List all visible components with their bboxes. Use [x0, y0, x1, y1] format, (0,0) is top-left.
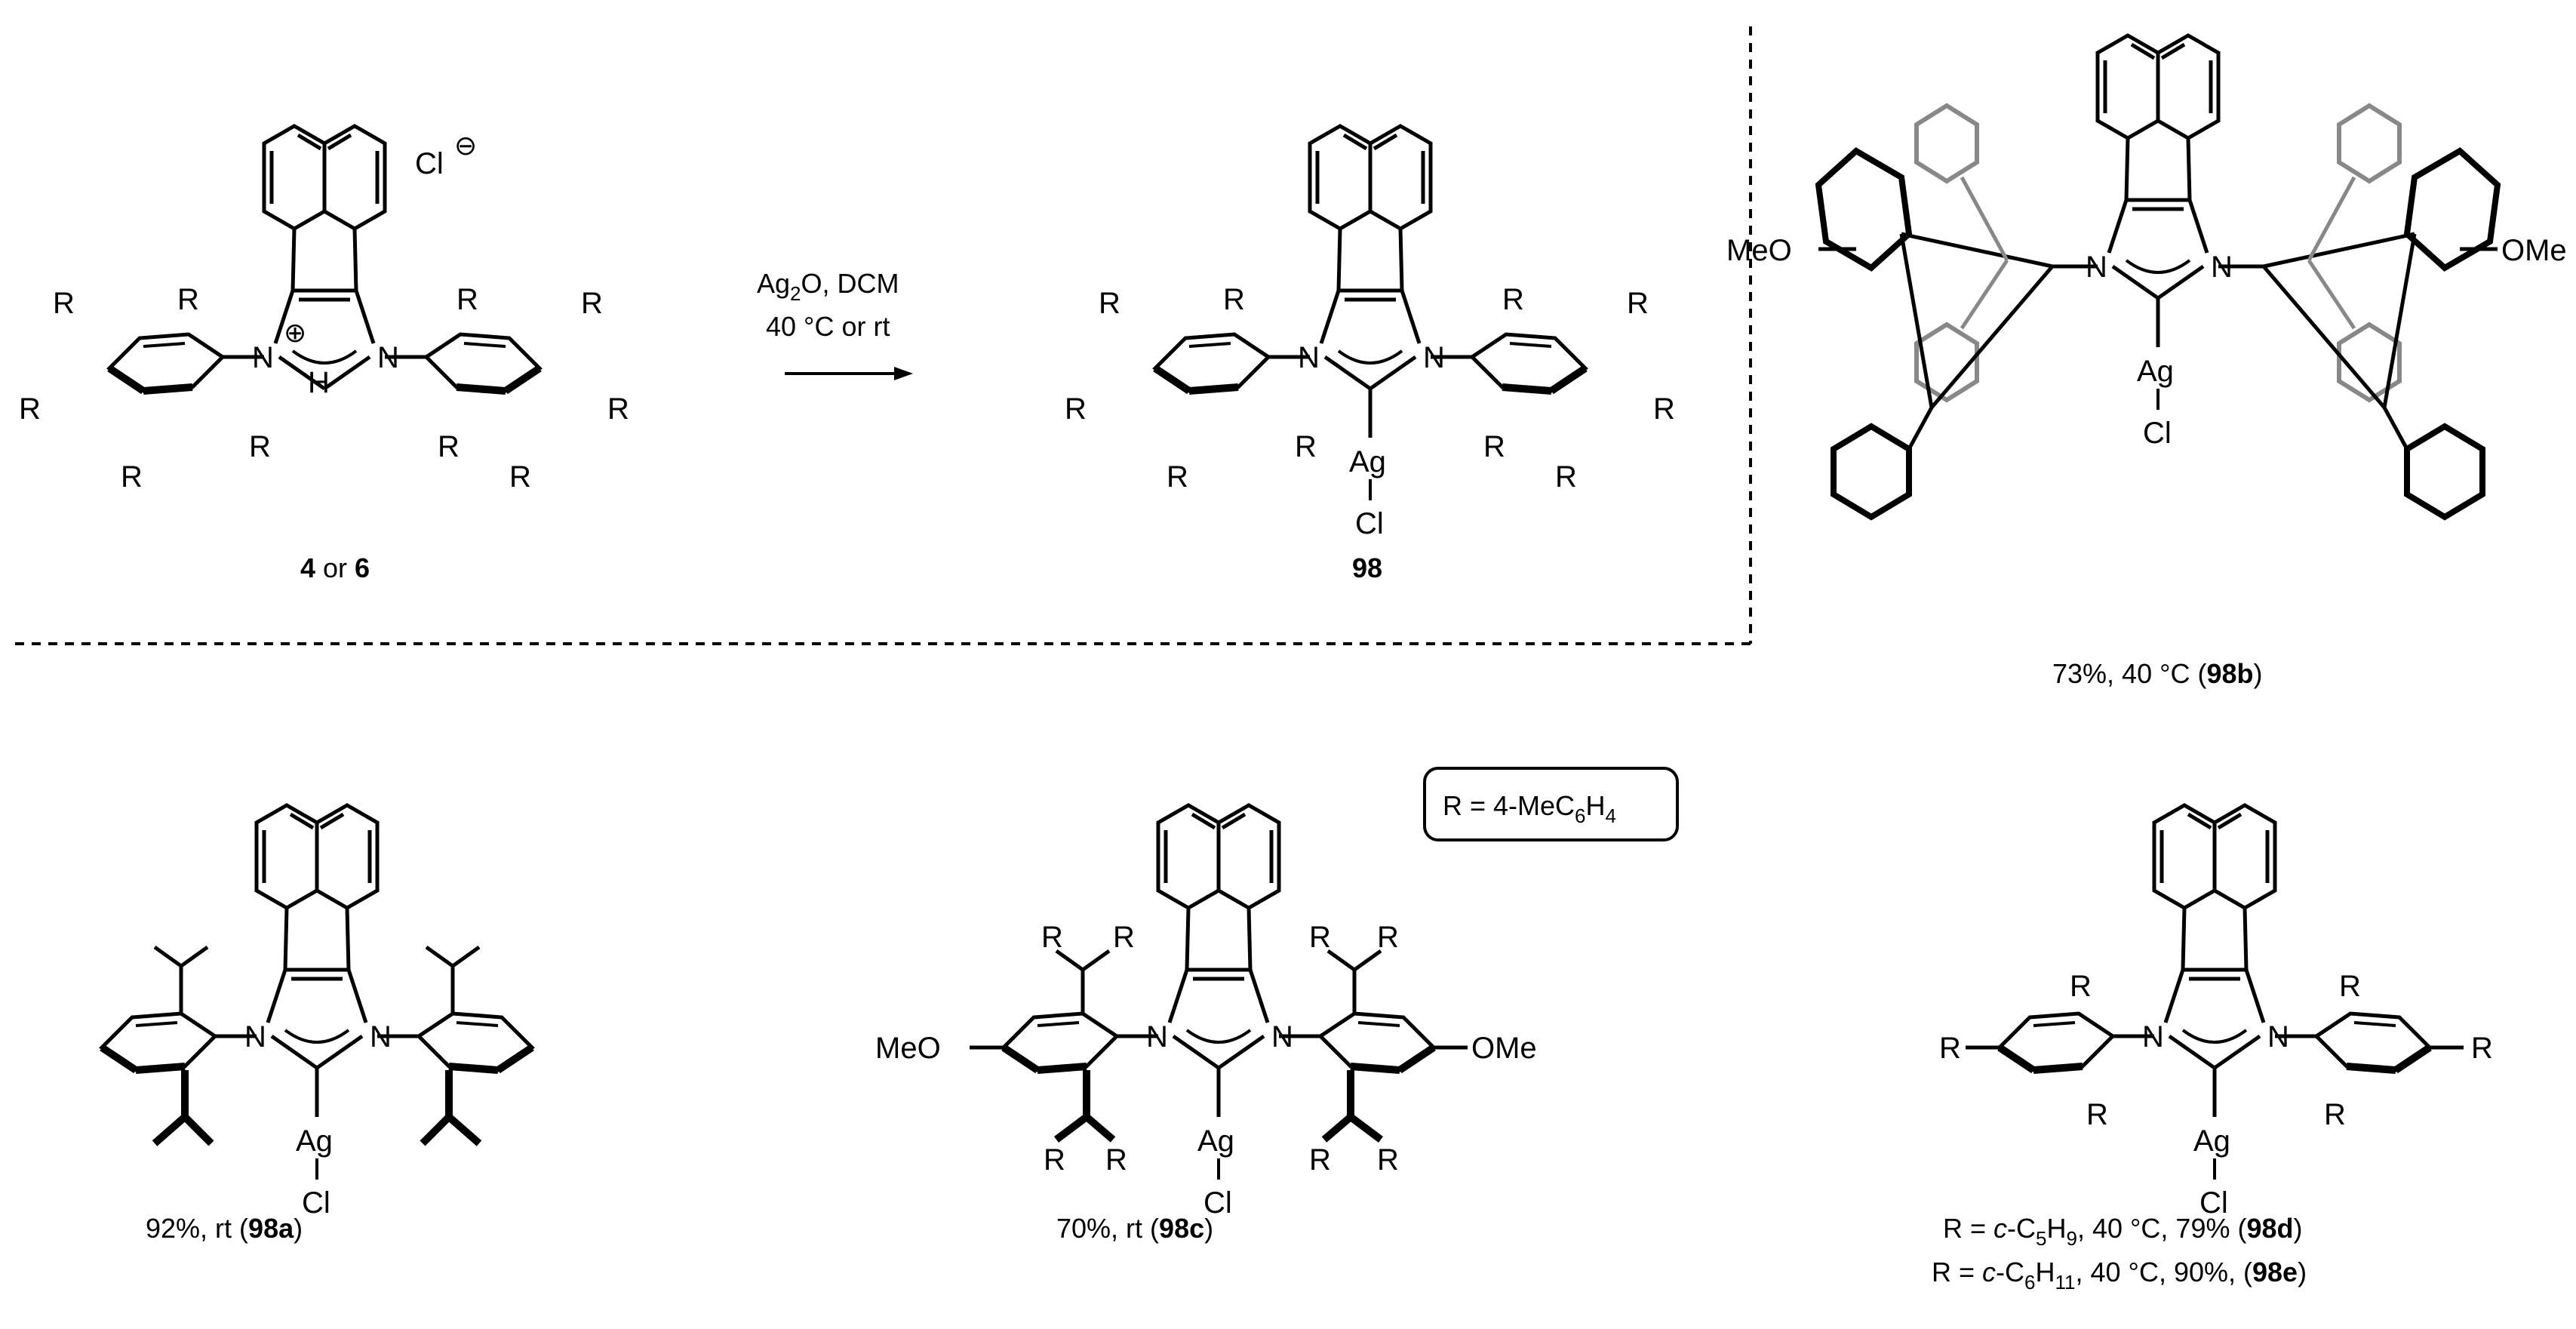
caption-98b: 73%, 40 °C (98b) [2052, 658, 2263, 689]
substituent-meo: MeO [1726, 234, 1792, 267]
substituent-r: R [1555, 460, 1577, 494]
structure-98b: N N Ag Cl [1726, 35, 2567, 521]
substituent-r: R [1099, 287, 1120, 320]
atom-cl: Cl [1203, 1186, 1232, 1220]
substituent-r: R [2471, 1032, 2493, 1065]
atom-n-right: N [1423, 341, 1445, 374]
atom-ag: Ag [296, 1124, 333, 1158]
substituent-r: R [1309, 1143, 1331, 1177]
reagents-line-2: 40 °C or rt [766, 311, 890, 342]
substituent-r: R [456, 283, 478, 316]
substituent-r: R [177, 283, 199, 316]
substituent-r: R [1295, 430, 1317, 463]
compound-label-4: 4 [300, 552, 315, 583]
atom-ag: Ag [1197, 1124, 1234, 1158]
substituent-r: R [19, 392, 41, 426]
substituent-r: R [1044, 1143, 1065, 1177]
atom-ag: Ag [2137, 355, 2174, 388]
atom-h-c2: H [308, 366, 330, 399]
atom-cl: Cl [2199, 1186, 2228, 1220]
substituent-r: R [249, 430, 271, 463]
substituent-r: R [1309, 921, 1331, 954]
substituent-r: R [1041, 921, 1063, 954]
atom-n-left: N [1146, 1020, 1168, 1054]
substituent-r: R [2086, 1098, 2108, 1131]
atom-n-right: N [1271, 1020, 1293, 1054]
atom-n-left: N [1298, 341, 1320, 374]
substituent-r: R [2070, 970, 2092, 1003]
cation-charge: ⊕ [284, 317, 306, 348]
substituent-r: R [121, 460, 143, 494]
atom-n-left: N [244, 1020, 266, 1054]
compound-label-98: 98 [1352, 552, 1382, 583]
compound-label-or: or [315, 552, 355, 583]
substituent-r: R [1113, 921, 1135, 954]
atom-n-right: N [370, 1020, 392, 1054]
atom-n-right: N [377, 341, 399, 374]
caption-98a: 92%, rt (98a) [146, 1213, 303, 1244]
reaction-arrow [785, 367, 913, 380]
substituent-r: R [1105, 1143, 1127, 1177]
counterion: Cl [415, 147, 444, 180]
caption-98d: R = c-C5H9, 40 °C, 79% (98d) [1943, 1213, 2303, 1250]
substituent-r: R [1223, 283, 1245, 316]
substituent-r: R [607, 392, 629, 426]
substituent-r: R [438, 430, 460, 463]
atom-cl: Cl [302, 1186, 330, 1220]
substituent-r: R [1627, 287, 1649, 320]
structure-98c: N N Ag Cl R R R R R R R R MeO OMe [875, 805, 1537, 1220]
structure-product-98: N N Ag Cl R R R R R R R R R R [1065, 126, 1675, 540]
counterion-charge: ⊖ [454, 130, 477, 161]
substituent-meo: MeO [875, 1032, 941, 1065]
caption-98c: 70%, rt (98c) [1056, 1213, 1213, 1244]
structure-starting-salt: N N H ⊕ R R R R R R R R R R Cl ⊖ [19, 126, 629, 494]
atom-n-right: N [2267, 1020, 2289, 1054]
substituent-ome: OMe [1471, 1032, 1537, 1065]
substituent-r: R [1483, 430, 1505, 463]
atom-cl: Cl [2143, 417, 2172, 450]
atom-ag: Ag [2193, 1124, 2230, 1158]
substituent-r: R [1377, 1143, 1399, 1177]
substituent-r: R [1939, 1032, 1961, 1065]
atom-n-left: N [2086, 251, 2107, 284]
triptycene-right [2262, 103, 2501, 521]
triptycene-left [1815, 103, 2054, 521]
reagents-line-1: Ag2O, DCM [757, 268, 899, 305]
atom-ag: Ag [1349, 445, 1386, 478]
structure-98de: N N Ag Cl R R R R R R [1939, 805, 2493, 1220]
atom-n-right: N [2211, 251, 2233, 284]
r-definition: R = 4-MeC6H4 [1443, 790, 1616, 827]
substituent-r: R [1167, 460, 1188, 494]
substituent-r: R [2324, 1098, 2346, 1131]
r-definition-box: R = 4-MeC6H4 [1423, 767, 1679, 841]
compound-label-6: 6 [355, 552, 370, 583]
substituent-r: R [1502, 283, 1524, 316]
atom-n-left: N [2142, 1020, 2164, 1054]
atom-n-left: N [252, 341, 274, 374]
substituent-ome: OMe [2501, 234, 2567, 267]
caption-98e: R = c-C6H11, 40 °C, 90%, (98e) [1932, 1257, 2307, 1294]
substituent-r: R [509, 460, 531, 494]
substituent-r: R [2339, 970, 2361, 1003]
substituent-r: R [1653, 392, 1675, 426]
substituent-r: R [1065, 392, 1087, 426]
atom-cl: Cl [1355, 507, 1384, 540]
substituent-r: R [581, 287, 603, 320]
substituent-r: R [1377, 921, 1399, 954]
structure-98a: N N Ag Cl [102, 805, 532, 1220]
substituent-r: R [53, 287, 75, 320]
svg-text:4 or 6: 4 or 6 [300, 552, 370, 583]
